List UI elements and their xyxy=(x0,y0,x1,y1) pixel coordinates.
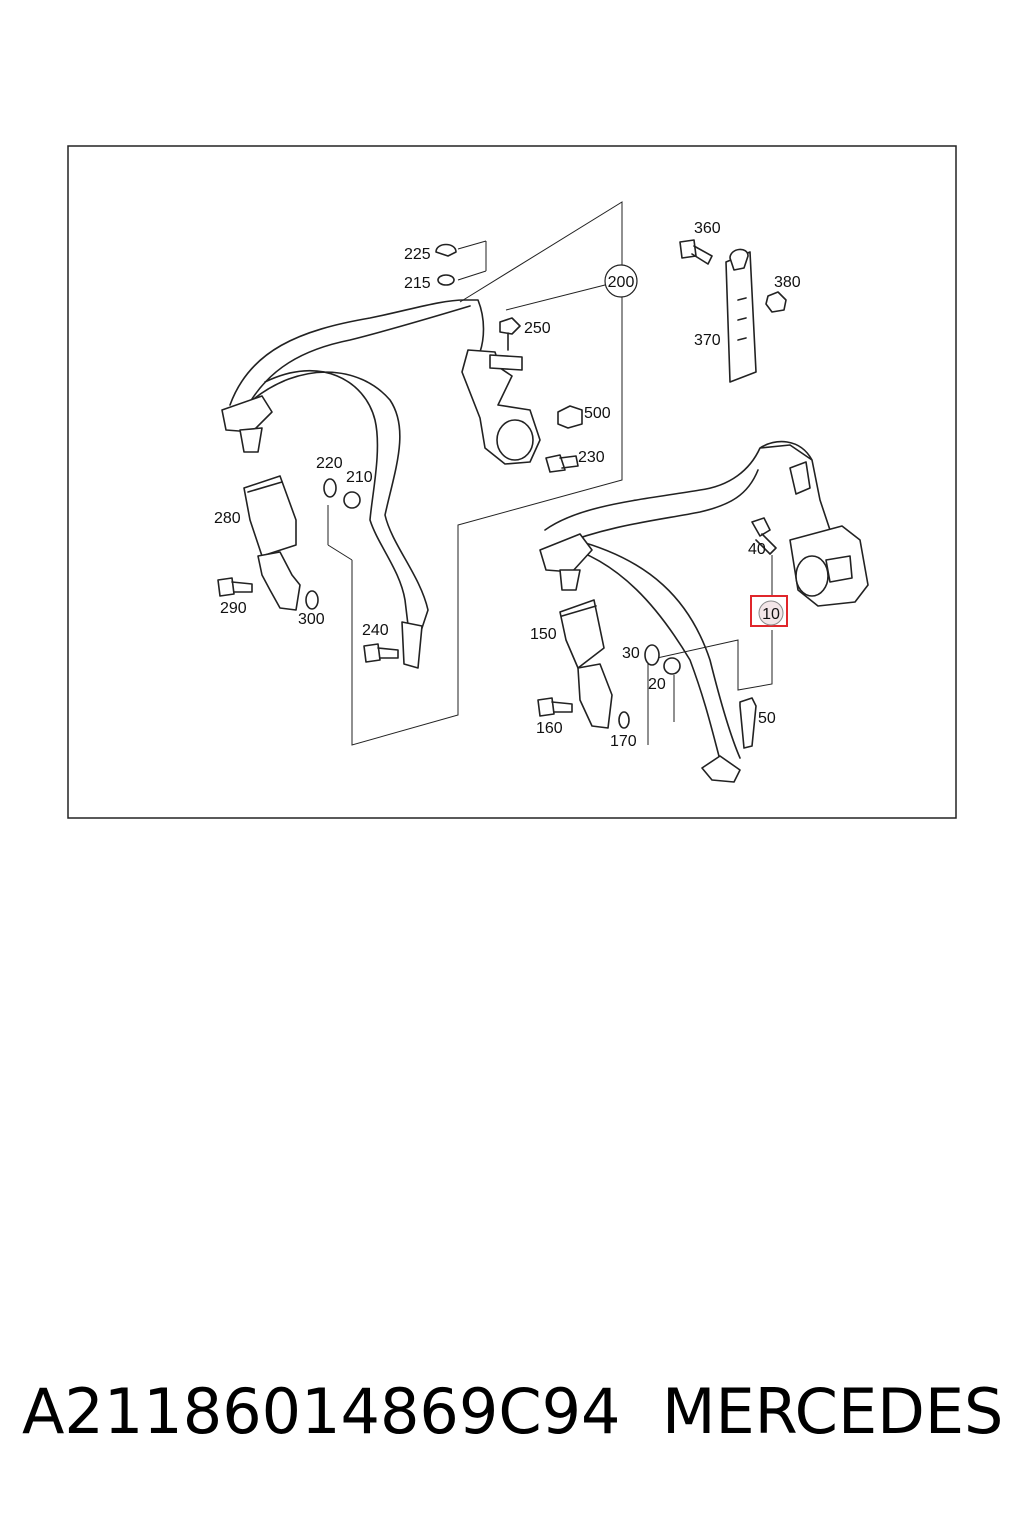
part-number: A21186014869C94 xyxy=(22,1375,621,1448)
part-50-bolt xyxy=(739,697,757,749)
part-210-cap xyxy=(343,491,361,509)
callout-280: 280 xyxy=(214,510,241,527)
leader-10-box xyxy=(647,630,773,745)
callout-20: 20 xyxy=(648,676,666,693)
right-belt-guide xyxy=(539,533,593,573)
brand-name: MERCEDES xyxy=(662,1375,1004,1448)
part-220-washer xyxy=(323,478,337,498)
part-150-buckle xyxy=(559,599,605,669)
callout-220: 220 xyxy=(316,455,343,472)
callout-50: 50 xyxy=(758,710,776,727)
callout-200: 200 xyxy=(608,274,635,291)
diagram-frame xyxy=(67,145,957,819)
callout-240: 240 xyxy=(362,622,389,639)
callout-160: 160 xyxy=(536,720,563,737)
part-230-bolt xyxy=(545,454,566,473)
part-30-washer xyxy=(644,644,660,666)
part-160-bolt xyxy=(537,697,555,717)
callout-500: 500 xyxy=(584,405,611,422)
callout-230: 230 xyxy=(578,449,605,466)
callout-200-circle xyxy=(604,264,638,298)
callout-300: 300 xyxy=(298,611,325,628)
right-belt-webbing xyxy=(544,440,831,761)
part-370-rail xyxy=(725,251,757,383)
part-280-buckle xyxy=(243,475,297,557)
part-500 xyxy=(557,405,583,429)
callout-10-highlight xyxy=(750,595,788,627)
callout-380: 380 xyxy=(774,274,801,291)
left-belt-guide xyxy=(221,395,273,433)
part-215-washer xyxy=(437,274,455,286)
part-40-bolt xyxy=(751,517,771,537)
part-300-washer xyxy=(305,590,319,610)
part-20-cap xyxy=(663,657,681,675)
left-belt-webbing xyxy=(229,299,485,641)
callout-150: 150 xyxy=(530,626,557,643)
leader-200-box xyxy=(351,201,623,746)
part-380-nut xyxy=(765,291,787,313)
callout-210: 210 xyxy=(346,469,373,486)
callout-290: 290 xyxy=(220,600,247,617)
callout-170: 170 xyxy=(610,733,637,750)
callout-370: 370 xyxy=(694,332,721,349)
part-170-washer xyxy=(618,711,630,729)
callout-250: 250 xyxy=(524,320,551,337)
part-240-bolt xyxy=(363,643,381,663)
callout-215: 215 xyxy=(404,275,431,292)
callout-10: 10 xyxy=(762,606,780,623)
part-290-bolt xyxy=(217,577,235,597)
footer: A21186014869C94 MERCEDES xyxy=(0,1375,1024,1475)
callout-360: 360 xyxy=(694,220,721,237)
callout-30: 30 xyxy=(622,645,640,662)
callout-225: 225 xyxy=(404,246,431,263)
callout-40: 40 xyxy=(748,541,766,558)
callout-10-circle xyxy=(758,600,784,626)
part-225-clip xyxy=(435,243,457,257)
